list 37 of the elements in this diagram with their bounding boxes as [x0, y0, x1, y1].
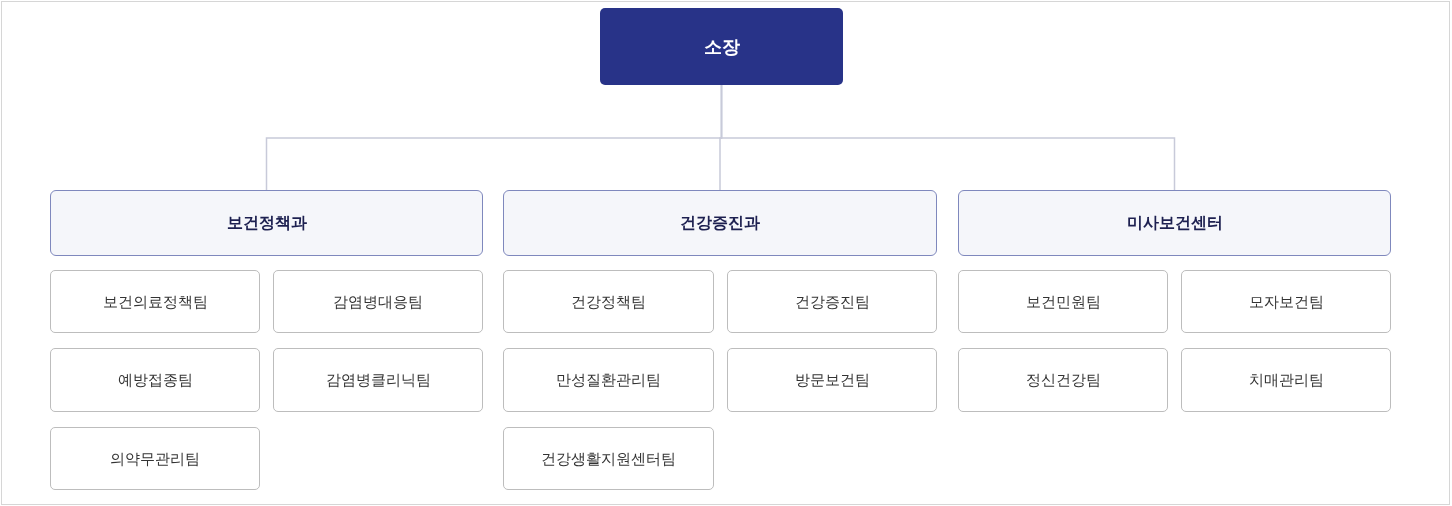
team-box — [727, 270, 937, 333]
team-name: 건강생활지원센터팀 — [541, 449, 676, 468]
team-name: 의약무관리팀 — [110, 449, 200, 468]
director-title: 소장 — [703, 35, 740, 58]
department-name: 미사보건센터 — [1126, 213, 1223, 233]
team-name: 정신건강팀 — [1025, 371, 1101, 389]
team-name: 방문보건팀 — [794, 371, 870, 389]
team-name: 예방접종팀 — [117, 371, 193, 389]
team-box — [50, 270, 260, 333]
team-box — [503, 270, 714, 333]
team-name: 보건의료정책팀 — [102, 292, 208, 311]
connector-line — [720, 84, 1176, 191]
director-box — [600, 8, 843, 85]
team-box — [273, 348, 483, 412]
team-name: 감염병대응팀 — [333, 292, 423, 311]
team-box — [1181, 348, 1391, 412]
team-box — [1181, 270, 1391, 333]
department-name: 건강증진과 — [680, 213, 760, 233]
team-box — [50, 427, 260, 490]
team-box — [958, 348, 1168, 412]
team-box — [50, 348, 260, 412]
team-name: 건강증진팀 — [794, 292, 870, 311]
team-box — [727, 348, 937, 412]
team-name: 건강정책팀 — [571, 292, 646, 311]
team-box — [503, 348, 714, 412]
team-name: 감염병클리닉팀 — [325, 371, 431, 389]
team-name: 보건민원팀 — [1025, 292, 1101, 311]
team-name: 만성질환관리팀 — [556, 371, 661, 389]
team-name: 모자보건팀 — [1248, 292, 1324, 311]
team-name: 치매관리팀 — [1248, 371, 1324, 389]
team-box — [958, 270, 1168, 333]
team-box — [503, 427, 714, 490]
department-box — [503, 190, 937, 256]
team-box — [273, 270, 483, 333]
department-box — [50, 190, 483, 256]
department-box — [958, 190, 1391, 256]
department-name: 보건정책과 — [226, 213, 307, 233]
